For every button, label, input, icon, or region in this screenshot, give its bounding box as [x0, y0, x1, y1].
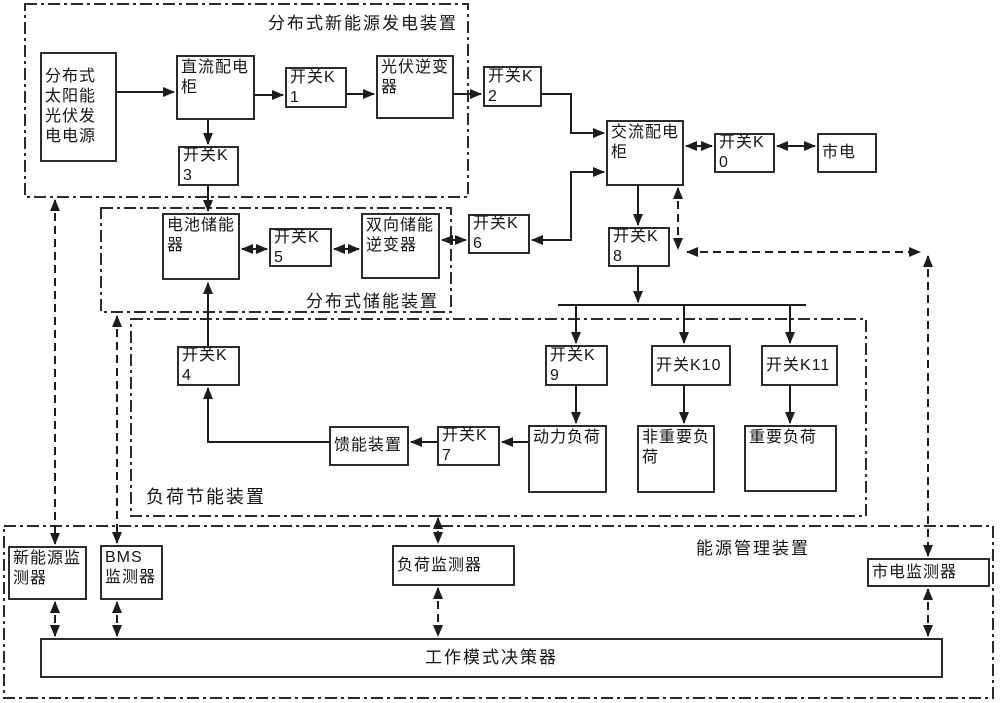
container-label-storage: 分布式储能装置 — [306, 292, 439, 311]
block-mode-decider: 工作模式决策器 — [40, 638, 943, 678]
block-pv-inverter: 光伏逆变器 — [376, 55, 454, 119]
container-generation — [24, 3, 469, 198]
block-power-load: 动力负荷 — [528, 425, 607, 493]
block-pv-source: 分布式太阳能光伏发电电源 — [40, 52, 117, 162]
block-noncritical-load: 非重要负荷 — [637, 425, 715, 493]
container-load-saving — [130, 318, 867, 517]
block-switch-k11: 开关K11 — [761, 345, 838, 386]
block-switch-k4: 开关K4 — [177, 346, 240, 386]
block-critical-load: 重要负荷 — [744, 425, 837, 492]
container-label-generation: 分布式新能源发电装置 — [268, 14, 458, 33]
block-switch-k6: 开关K6 — [468, 214, 530, 254]
block-bms-monitor: BMS监测器 — [100, 545, 163, 600]
block-switch-k3: 开关K3 — [178, 146, 239, 186]
block-switch-k0: 开关K0 — [714, 133, 775, 173]
wire-k2-accab — [542, 93, 605, 138]
block-switch-k2: 开关K2 — [483, 66, 542, 107]
block-switch-k9: 开关K9 — [545, 345, 608, 386]
block-dc-cabinet: 直流配电柜 — [176, 55, 255, 120]
container-label-energy-mgmt: 能源管理装置 — [696, 539, 810, 558]
block-load-monitor: 负荷监测器 — [392, 545, 515, 586]
block-switch-k1: 开关K1 — [285, 67, 347, 108]
block-ac-cabinet: 交流配电柜 — [606, 120, 684, 186]
container-label-load-saving: 负荷节能装置 — [146, 487, 266, 507]
block-energy-feedback: 馈能装置 — [329, 426, 409, 466]
wire-feedback-k4 — [203, 387, 329, 443]
block-switch-k8: 开关K8 — [608, 227, 670, 267]
container-energy-mgmt — [3, 525, 994, 699]
block-new-energy-monitor: 新能源监测器 — [8, 546, 87, 600]
container-storage — [100, 207, 452, 313]
block-battery-storage: 电池储能器 — [162, 213, 240, 280]
block-bidirectional-inverter: 双向储能逆变器 — [361, 213, 440, 279]
wire-k6-accab — [531, 167, 605, 245]
block-switch-k10: 开关K10 — [651, 345, 731, 386]
block-mains: 市电 — [817, 133, 877, 173]
block-mains-monitor: 市电监测器 — [867, 558, 990, 587]
block-switch-k5: 开关K5 — [269, 228, 332, 267]
block-switch-k7: 开关K7 — [437, 426, 500, 466]
